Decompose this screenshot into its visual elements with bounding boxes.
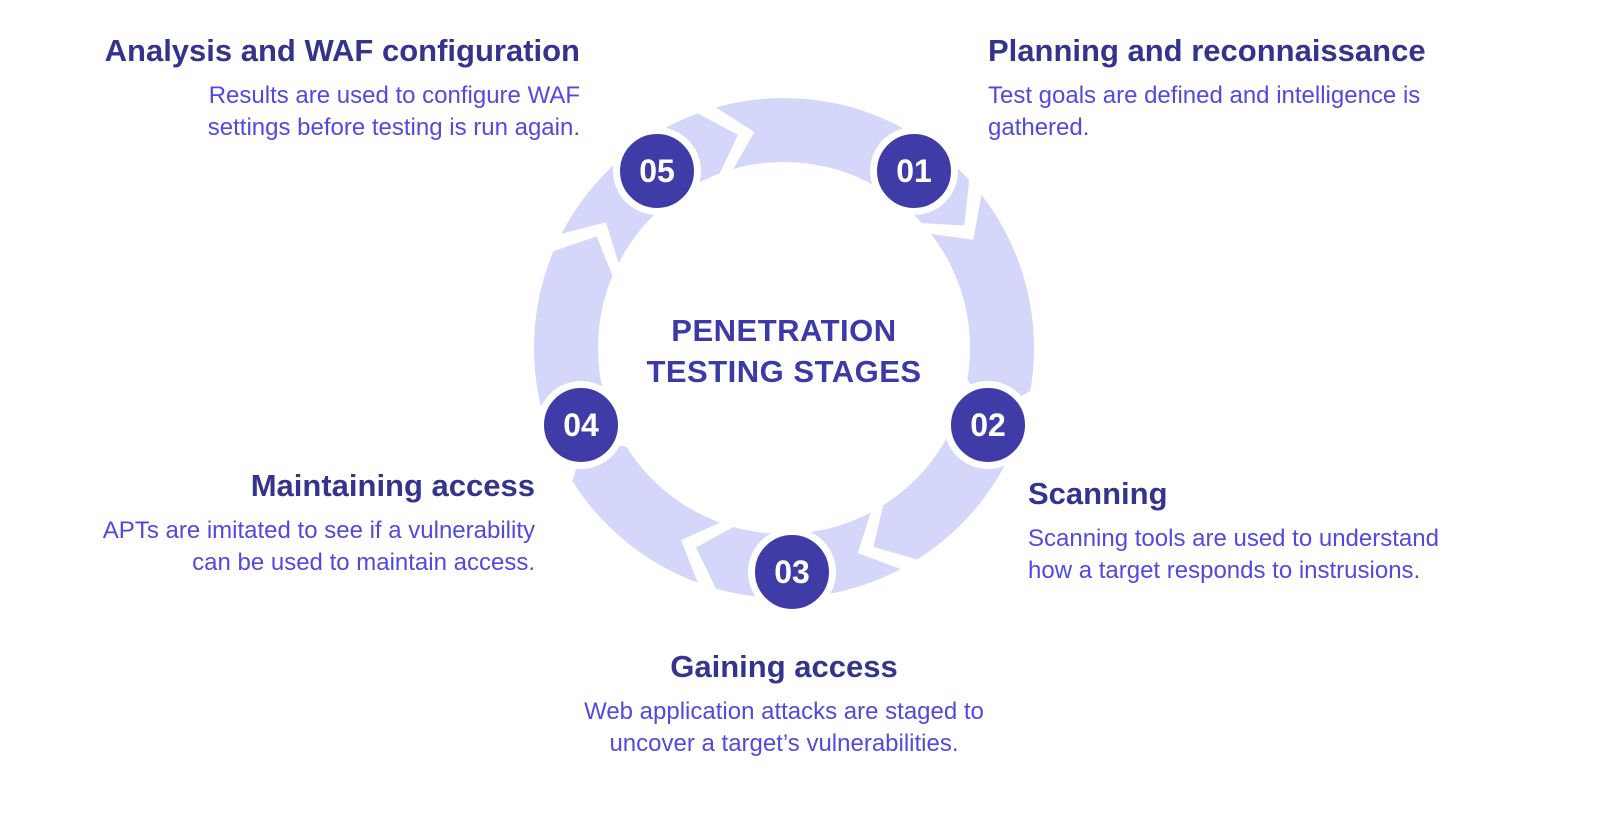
stage-01-title: Planning and reconnaissance bbox=[988, 33, 1426, 68]
ring-arrow-segment bbox=[783, 98, 831, 163]
stage-01-description: Test goals are defined and intelligence … bbox=[988, 82, 1421, 141]
stage-01-badge: 01 bbox=[870, 127, 958, 215]
stage-03-title: Gaining access bbox=[670, 649, 898, 684]
ring-arrow-segment bbox=[931, 194, 1035, 415]
stage-05-description: Results are used to configure WAF settin… bbox=[207, 82, 580, 141]
stage-01: Planning and reconnaissance Test goals a… bbox=[988, 32, 1508, 144]
stage-03: Gaining access Web application attacks a… bbox=[534, 648, 1034, 760]
stage-05-badge: 05 bbox=[613, 127, 701, 215]
stage-02: Scanning Scanning tools are used to unde… bbox=[1028, 475, 1568, 587]
diagram-title-line-1: PENETRATION bbox=[671, 313, 897, 348]
diagram-title: PENETRATION TESTING STAGES bbox=[584, 310, 984, 392]
stage-05-title: Analysis and WAF configuration bbox=[104, 33, 580, 68]
ring-arrow-segment bbox=[715, 98, 814, 169]
stage-02-title: Scanning bbox=[1028, 476, 1168, 511]
stage-05: Analysis and WAF configuration Results a… bbox=[40, 32, 580, 144]
ring-arrow-segment bbox=[572, 437, 720, 583]
stage-04-badge: 04 bbox=[537, 381, 625, 469]
stage-03-description: Web application attacks are staged to un… bbox=[584, 698, 984, 757]
stage-03-badge: 03 bbox=[748, 528, 836, 616]
stage-02-badge: 02 bbox=[944, 381, 1032, 469]
stage-04-description: APTs are imitated to see if a vulnerabil… bbox=[102, 517, 535, 576]
stage-04-title: Maintaining access bbox=[250, 468, 535, 503]
diagram-title-line-2: TESTING STAGES bbox=[646, 354, 922, 389]
stage-02-description: Scanning tools are used to understand ho… bbox=[1028, 525, 1439, 584]
stage-04: Maintaining access APTs are imitated to … bbox=[20, 467, 535, 579]
